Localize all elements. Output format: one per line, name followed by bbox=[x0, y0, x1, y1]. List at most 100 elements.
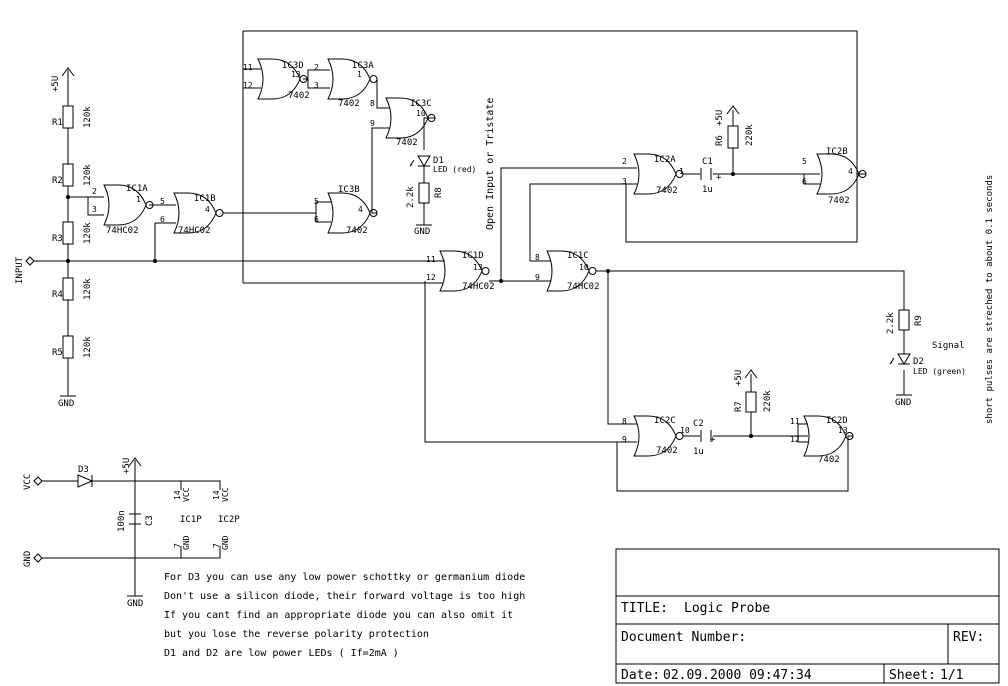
cap-label: C1 bbox=[702, 157, 713, 167]
led-desc: LED (red) bbox=[433, 165, 476, 174]
pin-number: 1 bbox=[357, 70, 362, 79]
resistor-value: 120k bbox=[83, 278, 93, 300]
signal-label: Signal bbox=[932, 341, 965, 351]
light-arrow-icon bbox=[409, 159, 415, 167]
gate-ic3a: IC3A 7402 2 3 1 bbox=[314, 58, 378, 109]
port-diamond-icon bbox=[25, 256, 35, 266]
side-note: short pulses are streched to about 0.1 s… bbox=[985, 175, 995, 424]
pin-number: 7 bbox=[173, 543, 182, 548]
pin-number: 13 bbox=[291, 70, 301, 79]
resistor-r9: R9 2.2k bbox=[886, 309, 924, 334]
wires bbox=[34, 30, 905, 492]
gate-type: 7402 bbox=[288, 91, 310, 101]
gate-type: 7402 bbox=[338, 99, 360, 109]
pin-number: 11 bbox=[426, 255, 436, 264]
gate-label: IC2D bbox=[826, 416, 848, 426]
gate-label: IC1B bbox=[194, 194, 216, 204]
note-line: For D3 you can use any low power schottk… bbox=[164, 572, 525, 583]
pin-number: 12 bbox=[243, 81, 253, 90]
date-value: 02.09.2000 09:47:34 bbox=[663, 668, 812, 683]
title-value: Logic Probe bbox=[684, 601, 770, 616]
power-label: +5U bbox=[715, 110, 725, 126]
pin-number: 3 bbox=[314, 81, 319, 90]
resistor-label: R6 bbox=[715, 135, 725, 146]
pin-name: VCC bbox=[221, 487, 230, 502]
pin-number: 3 bbox=[622, 177, 627, 186]
open-input-label: Open Input or Tristate bbox=[485, 98, 496, 230]
gate-ic1b: IC1B 74HC02 5 6 4 bbox=[160, 192, 224, 236]
gate-type: 74HC02 bbox=[462, 282, 495, 292]
gate-ic2d: IC2D 7402 11 12 13 bbox=[790, 415, 854, 465]
gate-ic2a: IC2A 7402 2 3 1 bbox=[622, 153, 684, 196]
pin-number: 9 bbox=[535, 273, 540, 282]
pin-name: VCC bbox=[182, 487, 191, 502]
ground-label: GND bbox=[414, 227, 430, 237]
gate-type: 7402 bbox=[396, 138, 418, 148]
gate-label: IC1D bbox=[462, 251, 484, 261]
pin-number: 1 bbox=[136, 195, 141, 204]
port-label: VCC bbox=[23, 474, 33, 490]
pin-number: 5 bbox=[160, 197, 165, 206]
resistor-value: 2.2k bbox=[886, 312, 896, 334]
resistor-chain: R1 R2 R3 R4 R5 120k 120k 120k 120k 120k … bbox=[51, 67, 93, 409]
pin-number: 10 bbox=[416, 109, 426, 118]
pin-number: 6 bbox=[160, 215, 165, 224]
resistor-label: R9 bbox=[914, 315, 924, 326]
resistor-value: 2.2k bbox=[406, 186, 416, 208]
light-arrow-icon bbox=[889, 357, 895, 365]
cap-value: 1u bbox=[702, 185, 713, 195]
note-line: If you cant find an appropriate diode yo… bbox=[164, 610, 513, 621]
gate-label: IC1C bbox=[567, 251, 589, 261]
led-label: D1 bbox=[433, 156, 444, 166]
ground-label: GND bbox=[58, 399, 74, 409]
gate-label: IC2B bbox=[826, 147, 848, 157]
resistor-value: 120k bbox=[83, 222, 93, 244]
capacitor-c2: C2 1u + bbox=[693, 419, 716, 457]
junctions bbox=[66, 172, 753, 438]
pin-name: GND bbox=[221, 535, 230, 550]
pin-number: 14 bbox=[173, 490, 182, 500]
pin-name: GND bbox=[182, 535, 191, 550]
ic-power-label: IC2P bbox=[218, 515, 240, 525]
gate-ic3c: IC3C 7402 8 9 10 bbox=[370, 97, 436, 148]
pin-number: 1 bbox=[679, 167, 684, 176]
resistor-value: 120k bbox=[83, 164, 93, 186]
pin-number: 9 bbox=[622, 435, 627, 444]
pin-number: 8 bbox=[370, 99, 375, 108]
port-label: GND bbox=[23, 551, 33, 567]
pin-number: 12 bbox=[426, 273, 436, 282]
pin-number: 3 bbox=[92, 205, 97, 214]
sheet-label: Sheet: bbox=[889, 668, 936, 683]
cap-label: C2 bbox=[693, 419, 704, 429]
resistor-value: 120k bbox=[83, 336, 93, 358]
gate-type: 74HC02 bbox=[106, 226, 139, 236]
cap-value: 1u bbox=[693, 447, 704, 457]
port-label: INPUT bbox=[15, 256, 25, 284]
gate-type: 7402 bbox=[656, 446, 678, 456]
note-line: D1 and D2 are low power LEDs ( If=2mA ) bbox=[164, 648, 399, 659]
led-desc: LED (green) bbox=[913, 367, 966, 376]
gate-ic3b: IC3B 7402 5 6 4 bbox=[314, 185, 378, 236]
resistor-label: R1 bbox=[52, 118, 63, 128]
power-arrow-icon bbox=[744, 369, 758, 379]
resistor-value: 120k bbox=[83, 106, 93, 128]
pin-number: 2 bbox=[92, 187, 97, 196]
power-arrow-icon bbox=[128, 457, 142, 467]
gate-type: 74HC02 bbox=[567, 282, 600, 292]
resistor-label: R8 bbox=[434, 187, 444, 198]
gate-label: IC3D bbox=[282, 61, 304, 71]
led-label: D2 bbox=[913, 357, 924, 367]
gate-label: IC3B bbox=[338, 185, 360, 195]
cap-value: 100n bbox=[117, 510, 127, 532]
gate-type: 74HC02 bbox=[178, 226, 211, 236]
note-line: Don't use a silicon diode, their forward… bbox=[164, 591, 525, 602]
resistor-value: 220k bbox=[763, 390, 773, 412]
pin-number: 9 bbox=[370, 119, 375, 128]
date-label: Date: bbox=[621, 668, 660, 683]
pin-number: 5 bbox=[802, 157, 807, 166]
resistor-r5 bbox=[62, 335, 74, 359]
pin-number: 4 bbox=[848, 167, 853, 176]
gate-type: 7402 bbox=[656, 186, 678, 196]
gate-ic1a: IC1A 74HC02 2 3 1 bbox=[92, 184, 154, 236]
power-label: +5U bbox=[734, 370, 744, 386]
